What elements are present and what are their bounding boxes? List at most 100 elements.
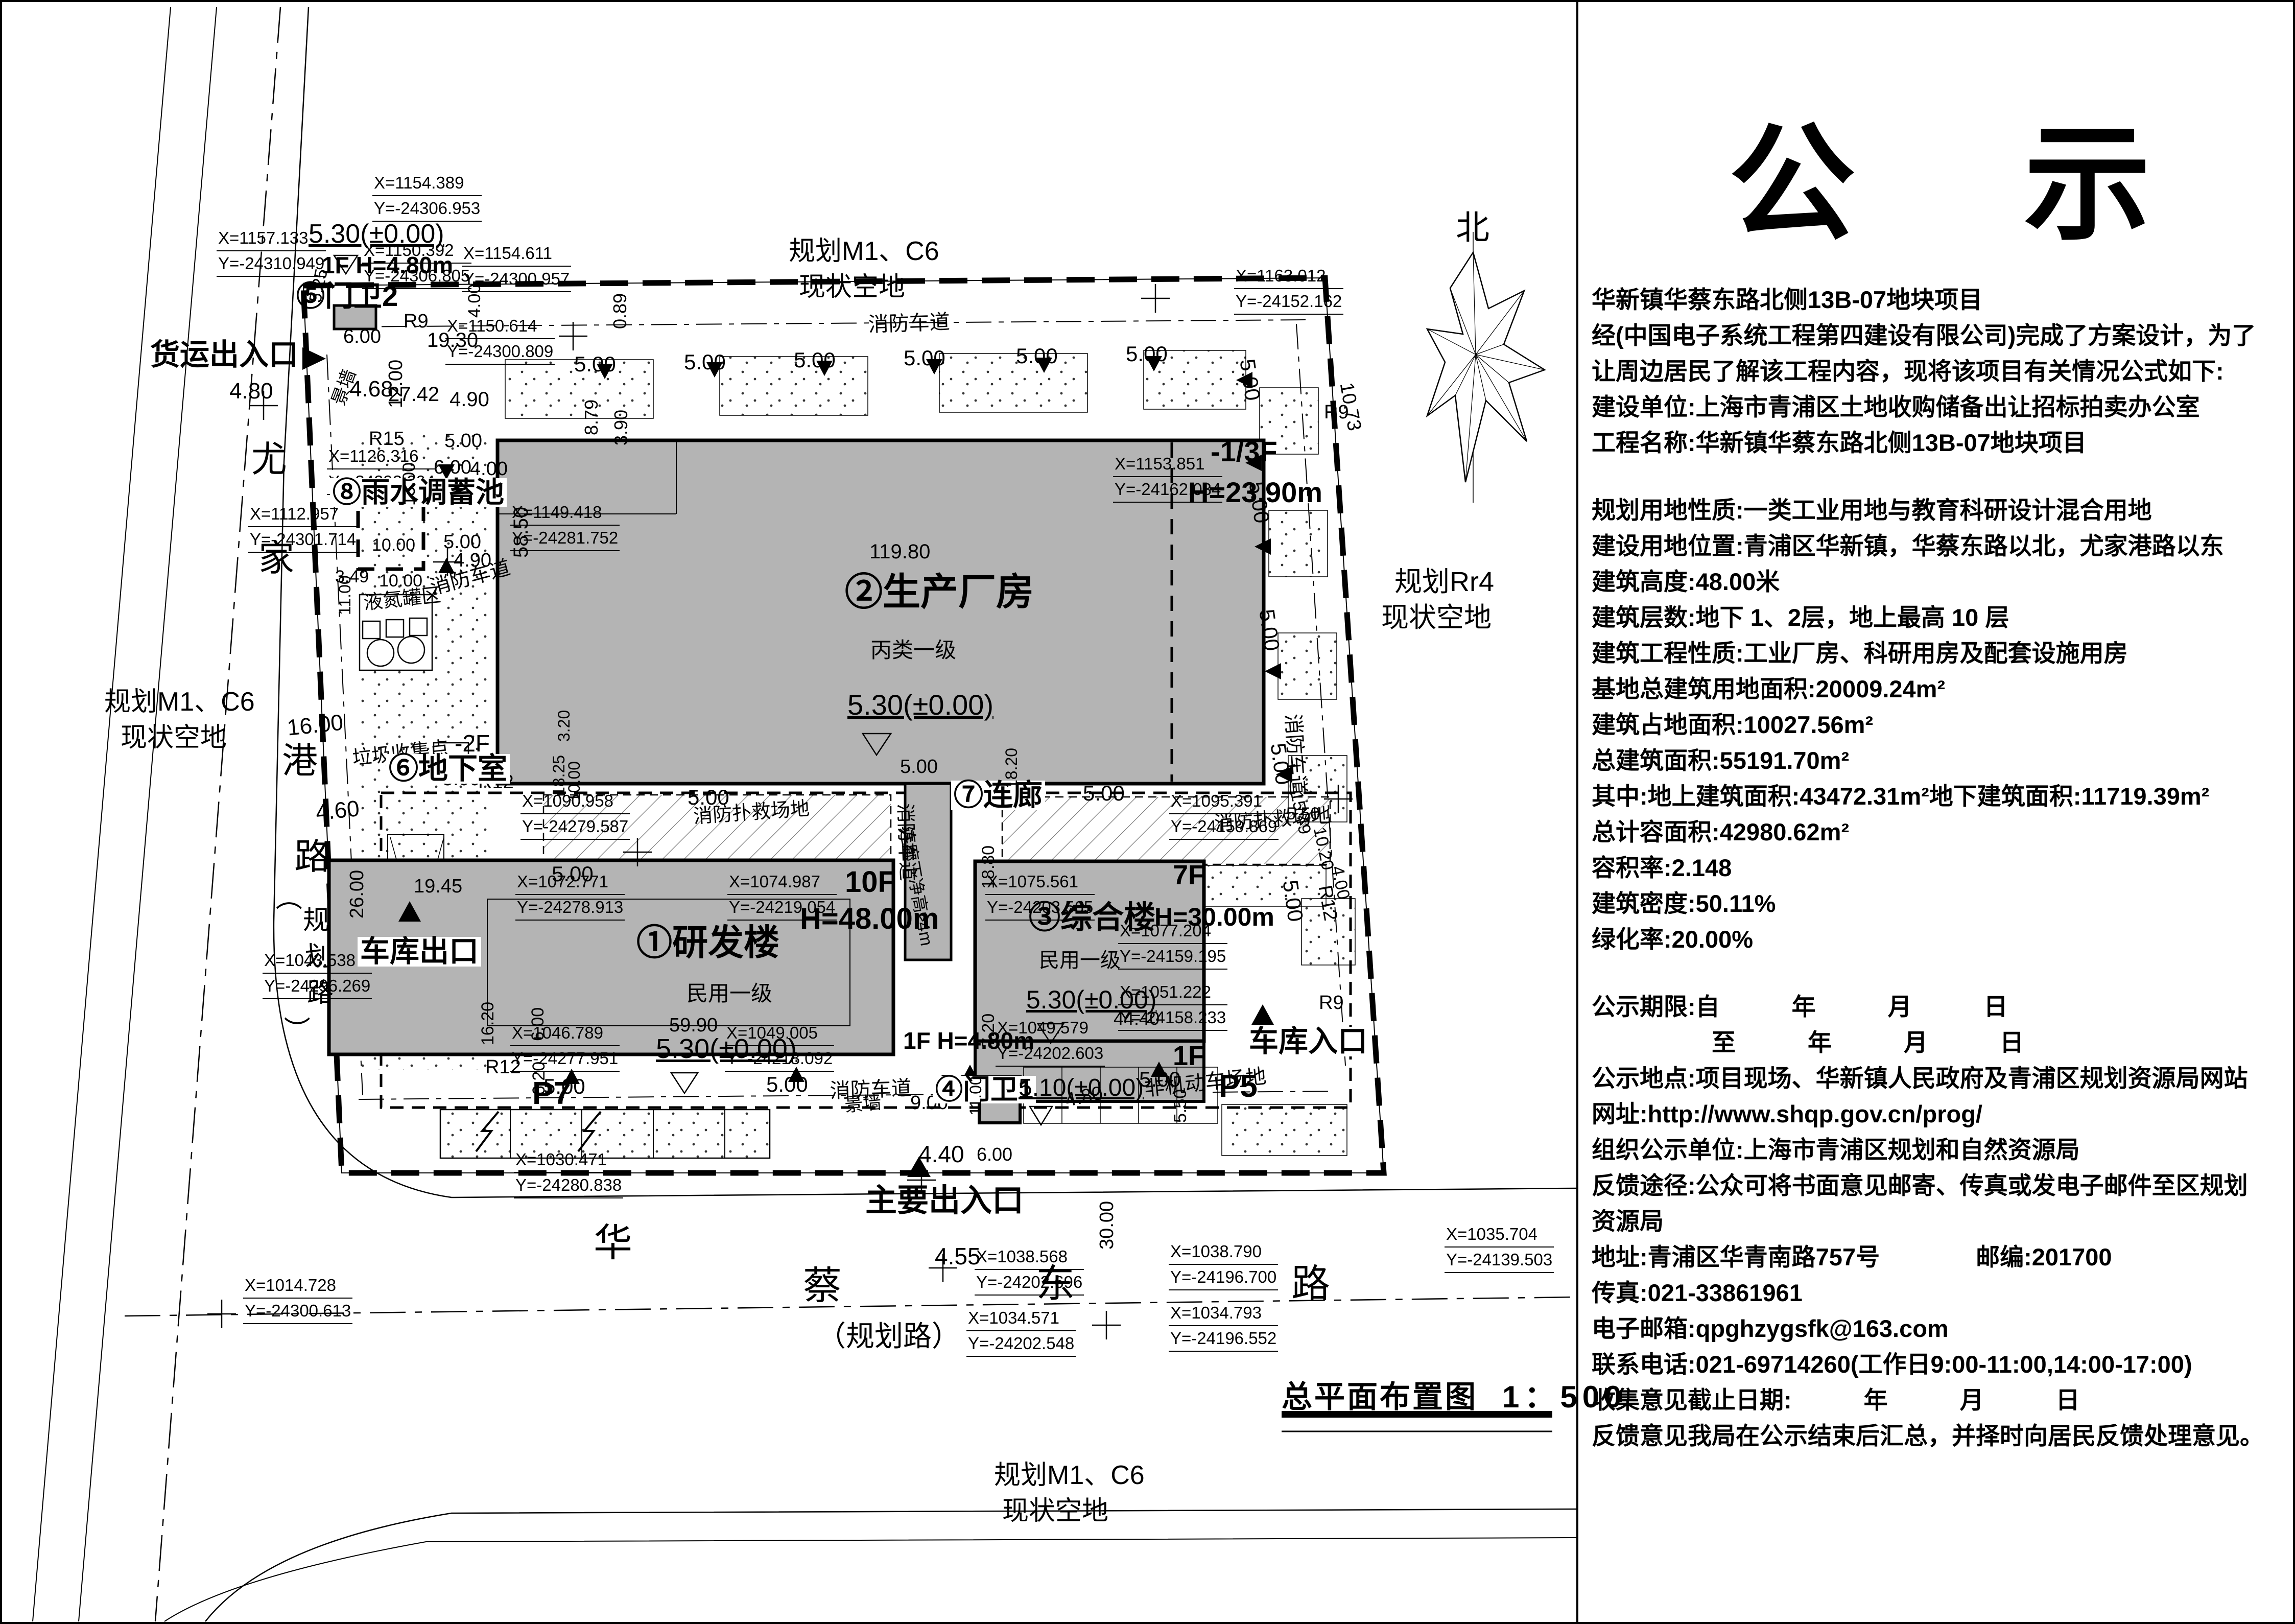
plan-label: ） [281,1016,311,1043]
plan-label: 液氮罐区 [362,584,442,614]
plan-label: 4.90 [454,550,491,571]
plan-label: 4.55 [935,1243,981,1269]
caption-underline [1282,1411,1552,1432]
notice-line: 网址:http://www.shqp.gov.cn/prog/ [1592,1100,1982,1128]
plan-label: 10.00 [372,535,416,555]
building-2-production-plant [495,438,1266,786]
plan-label: 4.00 [465,284,484,318]
plan-label: 港 [282,741,318,781]
notice-line: 总计容面积:42980.62m² [1592,818,1850,846]
plan-label: ③综合楼 [1029,900,1156,935]
notice-line: 反馈途径:公众可将书面意见邮寄、传真或发电子邮件至区规划 [1592,1172,2248,1199]
plan-label: 18.20 [1002,747,1021,789]
plan-label: 30.00 [1096,1201,1118,1250]
plan-label: 19.45 [414,876,463,897]
plan-label: R15 [369,428,405,450]
plan-label: 5.00 [1083,781,1125,805]
plan-label: 5.00 [688,785,729,809]
building-3-complex [973,859,1206,1043]
plan-label: -1/3F [1211,435,1277,467]
plan-label: 4.00 [470,458,508,480]
plan-label: 27.42 [388,383,440,406]
plan-label: ④门卫1 [933,1076,1036,1103]
plan-label: 5.00 [552,862,594,886]
plan-label: 5.00 [794,348,836,372]
plan-label: 景墙 [327,366,360,408]
notice-title-right: 示 [2024,113,2151,255]
plan-label: 4.80 [229,379,273,404]
plan-label: 规划M1、C6 [789,237,939,266]
notice-line: 华新镇华蔡东路北侧13B-07地块项目 [1592,286,1983,314]
plan-label: 划 [305,942,332,972]
plan-label: 路 [1291,1262,1330,1306]
plan-label: 民用一级 [1039,949,1121,972]
building-7-corridor [904,782,953,961]
plan-label: 景墙 [843,1091,883,1116]
notice-details: 规划用地性质:一类工业用地与教育科研设计混合用地建设用地位置:青浦区华新镇，华蔡… [1592,492,2288,957]
plan-label: 5.50 [1286,804,1320,823]
notice-line: 工程名称:华新镇华蔡东路北侧13B-07地块项目 [1592,429,2087,457]
plan-label: 5.00 [543,1074,585,1098]
north-arrow-icon [1426,232,1546,503]
plan-label: 1F H=4.80m [903,1027,1034,1054]
plan-label: 5.00 [443,531,481,553]
notice-line: 公示期限:自 年 月 日 [1592,993,2008,1021]
plan-label: 5.30(±0.00) [1026,985,1157,1014]
plan-label: 18.80 [979,845,998,889]
plan-label: 消防车道 [867,311,951,336]
plan-label: 11.00 [966,1076,985,1116]
plan-label: 19.30 [427,329,479,351]
building-5-gatehouse2 [333,304,377,331]
plan-label: 现状空地 [799,272,906,302]
plan-label: 4.68 [349,376,393,402]
plan-label: 6.20 [529,1061,549,1095]
notice-line: 绿化率:20.00% [1592,926,1754,953]
plan-label: 5.00 [444,430,482,452]
plan-label: （规划路） [817,1320,960,1352]
plan-label: 主要出入口 [865,1183,1024,1218]
plan-label: 5.00 [1266,741,1296,787]
plan-label: 家 [258,538,294,578]
plan-label: 59.90 [669,1015,718,1036]
plan-label: -2F [455,730,490,757]
plan-label: 路 [294,837,330,877]
plan-label: H=48.00m [800,902,939,935]
plan-label: 8.79 [581,399,602,435]
level-marks [333,254,1065,1126]
plan-label: ②生产厂房 [845,571,1034,613]
notice-title: 公 示 [1592,113,2288,255]
plan-label: 44.40 [1114,1008,1160,1029]
notice-line: 收集意见截止日期: 年 月 日 [1592,1386,2080,1414]
notice-line: 资源局 [1592,1208,1664,1235]
plan-label: P5 [1219,1069,1258,1104]
plan-label: 丙类一级 [870,638,957,662]
notice-line: 组织公示单位:上海市青浦区规划和自然资源局 [1592,1136,2080,1164]
plan-label: 规划M1、C6 [104,687,255,717]
plan-label: 10.20 [1309,825,1338,872]
plan-label: 16.20 [478,1001,498,1045]
plan-label: 货运出入口 [150,338,299,371]
garage-entrance-arrow [1251,1004,1274,1025]
plan-label: 6.00 [977,1144,1013,1165]
plan-label: 尤 [251,439,287,479]
plan-label: 1F [1173,1041,1205,1071]
notice-line: 反馈意见我局在公示结束后汇总，并择时向居民反馈处理意见。 [1592,1422,2264,1450]
plan-label: R9 [404,311,429,332]
